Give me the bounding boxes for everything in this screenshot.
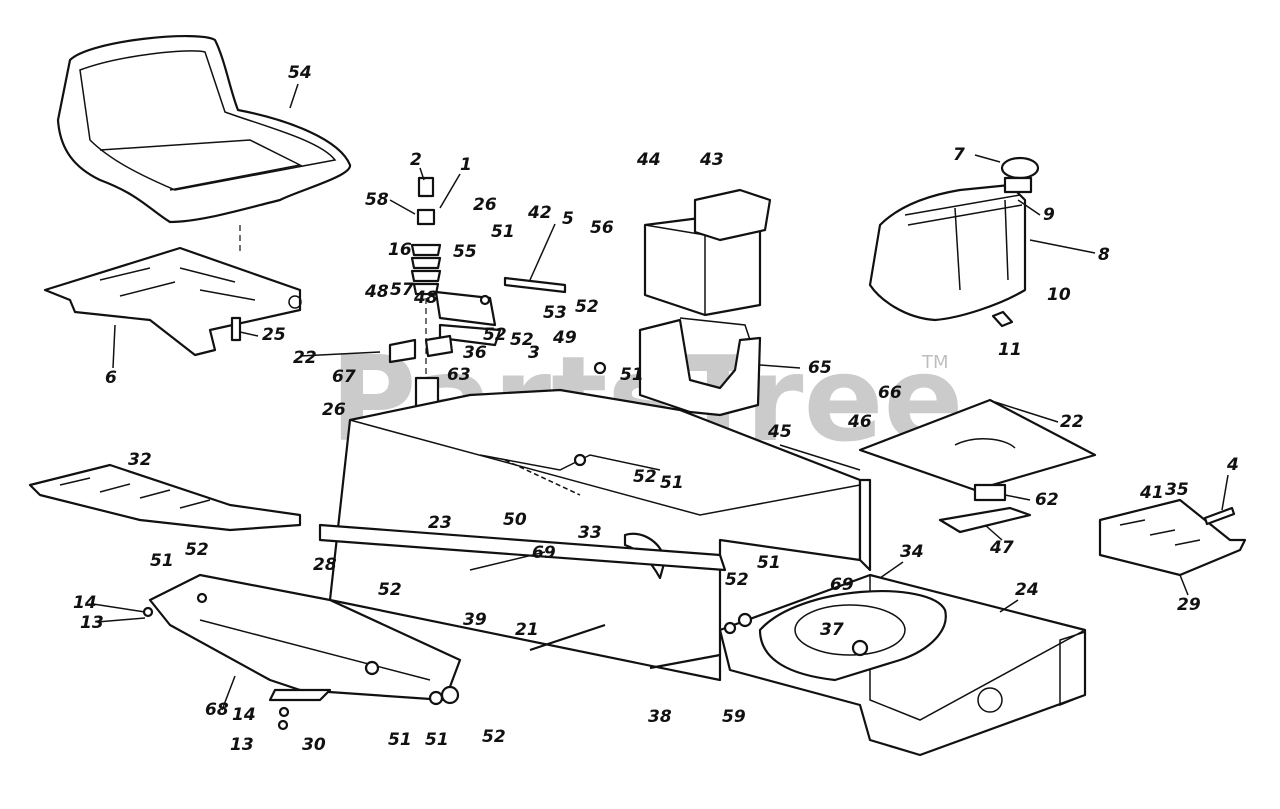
callout-28: 28 [313,555,337,575]
callout-50: 50 [503,510,527,530]
callout-33: 33 [578,523,602,543]
right-footrest-part [1098,498,1247,577]
leader-lines [92,83,1229,711]
callout-48b: 48 [413,288,438,308]
callout-labels: 54 1 2 58 16 26 55 51 42 5 56 44 43 7 9 … [73,63,1239,755]
seat-part [56,35,352,224]
left-footrest-part [28,463,302,532]
callout-49: 49 [552,328,577,348]
callout-42: 42 [527,203,552,223]
callout-9: 9 [1043,205,1055,225]
callout-52a: 52 [483,325,507,345]
callout-47: 47 [989,538,1014,558]
callout-36: 36 [463,343,487,363]
callout-38: 38 [648,707,672,727]
fuel-tank-fitting [991,310,1014,328]
callout-54: 54 [288,63,312,83]
callout-34: 34 [900,542,924,562]
callout-7: 7 [953,145,965,165]
frame-assembly [318,388,872,682]
callout-8: 8 [1098,245,1110,265]
callout-3: 3 [528,343,540,363]
callout-41: 41 [1139,483,1164,503]
callout-1: 1 [460,155,472,175]
callout-48: 48 [364,282,389,302]
battery-tray-part [638,317,762,417]
callout-66: 66 [878,383,902,403]
callout-26: 26 [473,195,497,215]
callout-30: 30 [302,735,326,755]
callout-52d: 52 [633,467,657,487]
callout-46: 46 [847,412,872,432]
callout-45: 45 [767,422,792,442]
callout-58: 58 [365,190,389,210]
bolt-25 [230,316,242,342]
callout-13b: 13 [230,735,254,755]
bolt-4 [1203,506,1236,526]
callout-26b: 26 [322,400,346,420]
callout-22a: 22 [293,348,317,368]
spring-assembly [410,176,442,416]
fender-panel-part [858,398,1097,502]
callout-56: 56 [590,218,614,238]
callout-53: 53 [543,303,567,323]
lower-frame-part [718,573,1087,757]
callout-39: 39 [463,610,487,630]
callout-52g: 52 [378,580,402,600]
callout-23: 23 [428,513,452,533]
callout-63: 63 [447,365,471,385]
callout-51b: 51 [620,365,644,385]
watermark-trademark: TM [921,352,949,373]
callout-5: 5 [562,209,574,229]
callout-43: 43 [699,150,724,170]
callout-65: 65 [808,358,832,378]
callout-59: 59 [722,707,746,727]
callout-51f: 51 [388,730,412,750]
callout-68: 68 [205,700,229,720]
callout-35: 35 [1165,480,1189,500]
callout-55: 55 [453,242,477,262]
callout-62: 62 [1035,490,1059,510]
callout-44: 44 [636,150,661,170]
callout-11: 11 [998,340,1022,360]
callout-10: 10 [1047,285,1071,305]
callout-25: 25 [262,325,286,345]
callout-37: 37 [820,620,844,640]
rod-21 [529,623,606,652]
callout-16: 16 [388,240,412,260]
callout-52b: 52 [510,330,534,350]
callout-21: 21 [515,620,539,640]
callout-69b: 69 [830,575,854,595]
callout-51g: 51 [425,730,449,750]
callout-57: 57 [390,280,414,300]
callout-24: 24 [1015,580,1039,600]
fasteners [142,294,869,731]
callout-2: 2 [410,150,422,170]
callout-14b: 14 [232,705,256,725]
callout-22b: 22 [1060,412,1084,432]
battery-part [643,188,772,317]
fuel-tank-part [868,156,1040,322]
seat-plate-part [43,246,302,357]
callout-13a: 13 [80,613,104,633]
callout-14a: 14 [73,593,97,613]
callout-52c: 52 [575,297,599,317]
bar-47 [938,506,1032,534]
callout-51d: 51 [757,553,781,573]
callout-67: 67 [332,367,356,387]
callout-51c: 51 [660,473,684,493]
callout-52h: 52 [482,727,506,747]
callout-32: 32 [128,450,152,470]
callout-51e: 51 [150,551,174,571]
callout-52f: 52 [185,540,209,560]
rod-38 [649,653,721,670]
callout-6: 6 [105,368,117,388]
callout-52e: 52 [725,570,749,590]
callout-51: 51 [491,222,515,242]
callout-29: 29 [1177,595,1201,615]
callout-4: 4 [1226,455,1239,475]
